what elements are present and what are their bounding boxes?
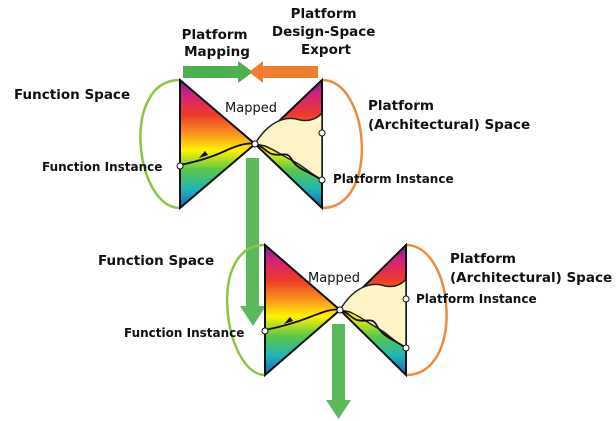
upper-platform-space-ellipse <box>321 78 363 210</box>
upper-function-instance-node <box>176 162 184 170</box>
platform-export-label: Platform Design-Space Export <box>272 6 380 58</box>
lower-platform-instance-node <box>402 295 410 303</box>
upper-platform-instance-node <box>318 176 326 184</box>
lower-platform-space-ellipse <box>405 243 448 377</box>
upper-bowtie <box>139 77 363 211</box>
upper-platform-space-label: Platform (Architectural) Space <box>368 98 530 133</box>
upper-function-space-ellipse <box>139 78 181 210</box>
upper-path-arrowhead <box>199 151 208 158</box>
lower-function-space-label: Function Space <box>98 253 214 269</box>
lower-bowtie <box>225 242 448 378</box>
platform-mapping-label: Platform Mapping <box>182 27 253 60</box>
platform-mapping-arrow <box>183 61 253 83</box>
upper-down-arrow <box>240 158 266 326</box>
platform-export-arrow <box>249 61 318 83</box>
lower-platform-node-bottom <box>402 344 410 352</box>
upper-mapped-label: Mapped <box>225 101 277 116</box>
lower-path-arrowhead <box>284 317 293 324</box>
lower-mapped-node <box>336 306 344 314</box>
upper-function-space-label: Function Space <box>14 87 130 103</box>
upper-platform-node-top <box>318 129 326 137</box>
lower-function-instance-label: Function Instance <box>124 326 244 340</box>
lower-function-triangle <box>264 242 342 378</box>
upper-function-instance-label: Function Instance <box>42 160 162 174</box>
upper-function-triangle <box>179 77 257 211</box>
lower-down-arrow <box>326 324 351 419</box>
upper-mapped-node <box>251 140 259 148</box>
lower-platform-instance-label: Platform Instance <box>416 292 537 306</box>
lower-platform-space-label: Platform (Architectural) Space <box>450 251 612 286</box>
lower-mapping-path <box>264 308 407 349</box>
upper-mapping-path <box>179 142 323 181</box>
lower-function-space-ellipse <box>225 243 266 377</box>
lower-function-instance-node <box>261 327 269 335</box>
lower-mapped-label: Mapped <box>308 271 360 286</box>
upper-platform-instance-label: Platform Instance <box>333 172 454 186</box>
